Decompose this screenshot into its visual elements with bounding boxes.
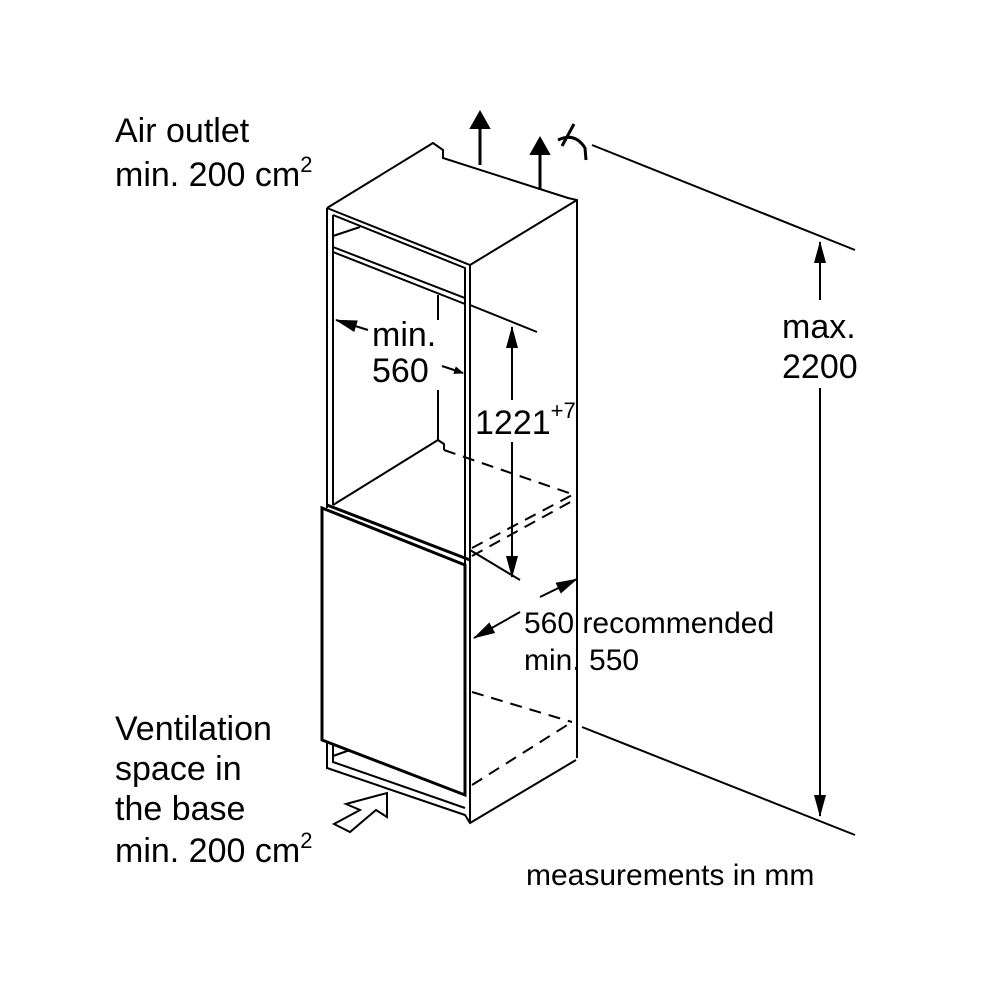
appliance-door [320,503,471,800]
vent-label-3: the base [115,790,245,828]
hinge-symbol-icon [557,123,588,161]
vent-label-1: Ventilation [115,710,272,748]
niche-width-value: 560 [372,352,429,390]
vent-label-2: space in [115,750,242,788]
vent-area: min. 200 cm2 [115,828,312,870]
cabinet-niche [326,141,578,823]
max-height-label: max. [782,308,856,346]
plinth [326,742,577,825]
niche-height-dimension [469,304,538,581]
niche-depth-dimension [473,578,578,639]
depth-minimum: min. 550 [524,644,639,677]
depth-recommended: 560 recommended [524,607,774,640]
max-height-dimension [581,144,856,836]
ventilation-arrow-icon [331,791,388,834]
niche-height-value: 1221+7 [475,398,576,442]
air-outlet-arrows [469,109,551,190]
hidden-lines [443,449,575,786]
niche-width-label: min. [372,316,436,354]
niche-width-dimension [335,319,464,374]
air-outlet-label: Air outlet [115,112,250,150]
max-height-value: 2200 [782,348,858,386]
air-outlet-area: min. 200 cm2 [115,152,312,194]
units-note: measurements in mm [526,859,814,892]
